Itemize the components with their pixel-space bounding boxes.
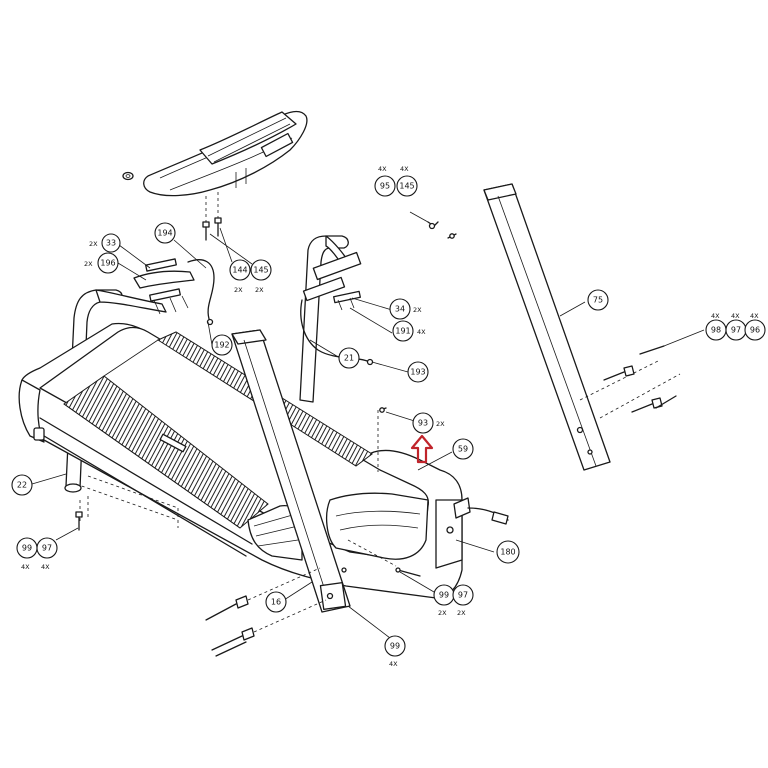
callout-96: 96: [744, 319, 766, 341]
qty-97b: 4X: [41, 563, 50, 571]
svg-text:93: 93: [418, 419, 428, 428]
svg-text:145: 145: [399, 182, 414, 191]
svg-text:99: 99: [22, 544, 32, 553]
assembly-lines: [75, 345, 681, 657]
callout-21: 21: [338, 347, 360, 369]
callout-34: 34: [389, 298, 411, 320]
console-cable-192: [187, 259, 215, 326]
qty-99b: 2X: [438, 609, 447, 617]
svg-text:97: 97: [731, 326, 741, 335]
callout-22: 22: [11, 474, 33, 496]
svg-text:191: 191: [395, 327, 410, 336]
callout-196: 196: [97, 252, 119, 274]
callout-193: 193: [407, 361, 429, 383]
svg-text:95: 95: [380, 182, 390, 191]
qty-196: 2X: [84, 260, 93, 268]
callout-97: 97: [725, 319, 747, 341]
svg-text:196: 196: [100, 259, 115, 268]
qty-33: 2X: [89, 240, 98, 248]
svg-text:34: 34: [395, 305, 405, 314]
svg-text:194: 194: [157, 229, 172, 238]
qty-97c: 2X: [457, 609, 466, 617]
qty-97a: 4X: [731, 312, 740, 320]
callout-93: 93: [412, 412, 434, 434]
qty-191: 4X: [417, 328, 426, 336]
svg-text:144: 144: [232, 266, 247, 275]
callout-99: 99: [16, 537, 38, 559]
callout-145: 145: [250, 259, 272, 281]
svg-text:97: 97: [42, 544, 52, 553]
leader-lines: [31, 211, 705, 639]
callout-95: 95: [374, 175, 396, 197]
qty-99a: 4X: [21, 563, 30, 571]
svg-text:33: 33: [106, 239, 116, 248]
callout-97-b: 97: [36, 537, 58, 559]
qty-98: 4X: [711, 312, 720, 320]
callout-192: 192: [211, 334, 233, 356]
svg-text:193: 193: [410, 368, 425, 377]
svg-text:21: 21: [344, 354, 354, 363]
svg-text:75: 75: [593, 296, 603, 305]
qty-34: 2X: [413, 306, 422, 314]
small-fasteners-top: [427, 221, 457, 239]
qty-145b: 4X: [400, 165, 409, 173]
callout-99-b: 99: [433, 584, 455, 606]
qty-96: 4X: [750, 312, 759, 320]
front-bolts: [205, 539, 421, 657]
svg-text:97: 97: [458, 591, 468, 600]
callout-59: 59: [452, 438, 474, 460]
qty-144: 2X: [234, 286, 243, 294]
callout-180: 180: [496, 540, 520, 564]
callout-75: 75: [587, 289, 609, 311]
right-upright-handrail: [299, 235, 374, 403]
callout-99-c: 99: [384, 635, 406, 657]
svg-text:98: 98: [711, 326, 721, 335]
callout-16: 16: [265, 591, 287, 613]
callout-144: 144: [229, 259, 251, 281]
svg-text:99: 99: [439, 591, 449, 600]
svg-text:96: 96: [750, 326, 760, 335]
svg-text:192: 192: [214, 341, 229, 350]
callout-98: 98: [705, 319, 727, 341]
qty-93: 2X: [436, 420, 445, 428]
svg-text:99: 99: [390, 642, 400, 651]
svg-text:180: 180: [500, 548, 515, 557]
svg-text:16: 16: [271, 598, 281, 607]
callout-145-b: 145: [396, 175, 418, 197]
console-assembly: [122, 110, 308, 197]
right-upright-16: [231, 329, 351, 613]
svg-text:59: 59: [458, 445, 468, 454]
callout-33: 33: [101, 233, 121, 253]
callout-194: 194: [154, 222, 176, 244]
svg-text:145: 145: [253, 266, 268, 275]
qty-145a: 2X: [255, 286, 264, 294]
left-upright-75: [483, 183, 611, 471]
right-bolts: [603, 345, 677, 413]
callout-97-c: 97: [452, 584, 474, 606]
qty-99c: 4X: [389, 660, 398, 668]
console-screws: [202, 192, 253, 265]
qty-95: 4X: [378, 165, 387, 173]
callout-191: 191: [392, 320, 414, 342]
svg-text:22: 22: [17, 481, 27, 490]
arrow-up-outline-icon: [410, 434, 434, 464]
